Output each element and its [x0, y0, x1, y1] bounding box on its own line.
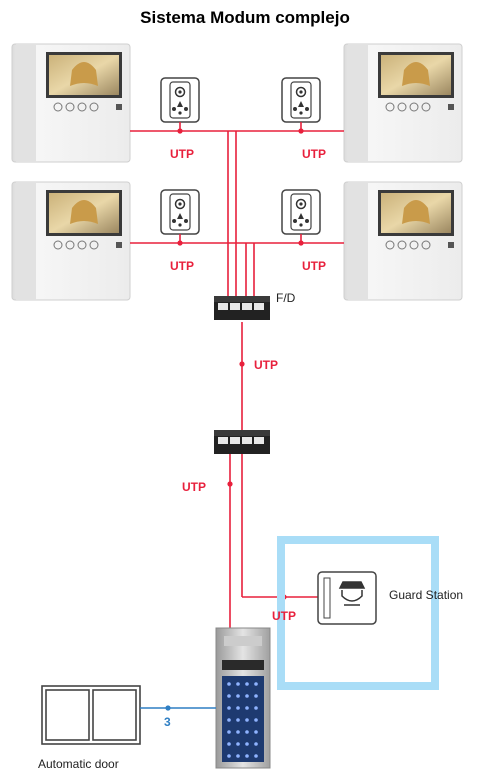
utp-label: UTP — [182, 480, 206, 494]
guard-station-area — [277, 536, 439, 690]
utp-label: UTP — [254, 358, 278, 372]
automatic-door — [41, 685, 141, 745]
door-camera-icon — [160, 77, 200, 123]
diagram-title: Sistema Modum complejo — [140, 8, 350, 27]
guard-station-label: Guard Station — [389, 588, 463, 602]
automatic-door-label: Automatic door — [38, 757, 119, 771]
indoor-monitor-mid-right — [343, 181, 463, 301]
door-cable — [140, 705, 216, 711]
utp-label: UTP — [302, 147, 326, 161]
door-camera-icon — [281, 189, 321, 235]
utp-label: UTP — [170, 147, 194, 161]
utp-label: UTP — [302, 259, 326, 273]
wire-count-label: 3 — [164, 715, 171, 729]
utp-label: UTP — [170, 259, 194, 273]
indoor-monitor-top-left — [11, 43, 131, 163]
fd-label: F/D — [276, 291, 296, 305]
door-camera-icon — [160, 189, 200, 235]
indoor-monitor-mid-left — [11, 181, 131, 301]
guard-station-unit — [317, 571, 377, 625]
main-distributor — [214, 430, 270, 454]
outdoor-panel — [215, 627, 271, 769]
indoor-monitor-top-right — [343, 43, 463, 163]
door-camera-icon — [281, 77, 321, 123]
floor-distributor — [214, 296, 270, 320]
utp-label: UTP — [272, 609, 296, 623]
guard-officer-icon — [338, 581, 366, 606]
